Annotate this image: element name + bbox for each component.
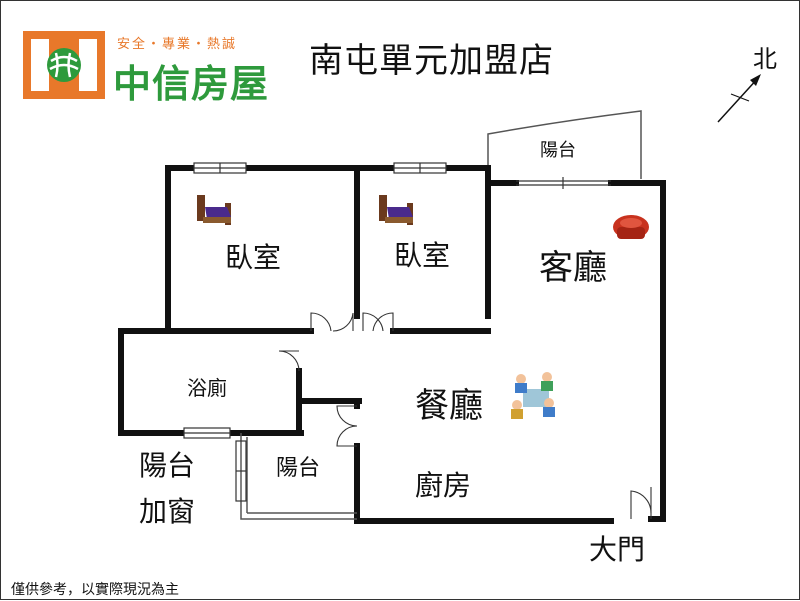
store-name: 南屯單元加盟店 <box>309 41 554 81</box>
bed-icon <box>197 195 231 225</box>
disclaimer-text: 僅供參考，以實際現況為主 <box>11 582 179 598</box>
room-label-kitchen: 廚房 <box>415 469 472 502</box>
brand-tagline: 安全・專業・熱誠 <box>117 37 238 52</box>
balcony-sliding-door <box>516 177 611 189</box>
brand-logo <box>23 31 105 99</box>
sofa-icon <box>613 215 649 239</box>
room-label-bedroom-1: 臥室 <box>225 241 282 274</box>
north-arrow-icon <box>717 74 761 123</box>
label-balcony-window-1: 陽台 <box>139 449 196 482</box>
door-swings <box>278 312 652 519</box>
room-label-balcony-top: 陽台 <box>540 140 576 161</box>
windows <box>183 162 447 502</box>
room-label-balcony-left: 陽台 <box>276 456 321 481</box>
label-balcony-window-2: 加窗 <box>139 495 196 528</box>
balcony-top-outline <box>487 110 642 179</box>
brand-name: 中信房屋 <box>113 62 270 106</box>
label-entrance: 大門 <box>589 533 646 566</box>
room-label-dining-room: 餐廳 <box>415 386 483 426</box>
room-label-bedroom-2: 臥室 <box>394 239 451 272</box>
north-label: 北 <box>753 45 777 73</box>
room-label-living-room: 客廳 <box>539 248 607 288</box>
dining-people-icon <box>511 372 555 419</box>
room-label-bathroom: 浴廁 <box>187 376 227 400</box>
bed-icon <box>379 195 413 225</box>
